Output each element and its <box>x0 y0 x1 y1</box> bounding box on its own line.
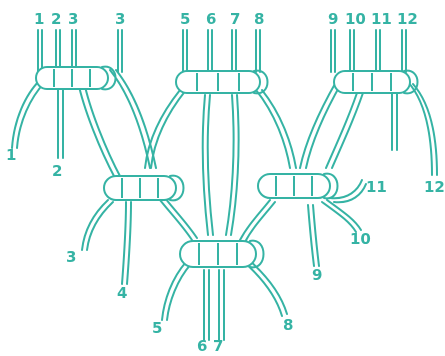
square-knot-top-center <box>176 71 268 94</box>
cord-strand-12-1 <box>240 200 270 240</box>
square-knot-middle-left <box>104 176 184 201</box>
top-label-2: 2 <box>51 10 61 28</box>
bottom-label-4: 4 <box>117 284 127 302</box>
cord-strand-14-1 <box>326 84 360 168</box>
top-label-7: 7 <box>230 10 240 28</box>
cord-strand-16-1 <box>408 82 432 175</box>
bottom-label-9: 9 <box>312 266 322 284</box>
square-knot-middle-right <box>258 174 338 199</box>
cord-strand-11-1 <box>160 200 192 240</box>
cord-strand-12-2 <box>245 202 275 242</box>
cord-strand-9-2 <box>208 95 213 235</box>
bottom-label-8: 8 <box>283 316 293 334</box>
bottom-label-11: 11 <box>366 178 387 196</box>
square-knot-top-left <box>36 67 116 90</box>
cord-strand-23-1 <box>244 262 282 316</box>
top-label-5: 5 <box>180 10 190 28</box>
bottom-label-5: 5 <box>152 319 162 337</box>
top-label-12: 12 <box>397 10 418 28</box>
square-knot-top-right <box>334 71 418 94</box>
cord-strand-10-1 <box>226 95 234 235</box>
top-label-3: 3 <box>68 10 78 28</box>
bottom-label-6: 6 <box>197 337 207 355</box>
top-label-1: 1 <box>34 10 44 28</box>
bottom-label-1: 1 <box>6 146 16 164</box>
cord-strand-17-2 <box>327 200 361 230</box>
cord-strand-3-1 <box>78 82 115 178</box>
bottom-label-12: 12 <box>424 178 445 196</box>
top-label-10: 10 <box>345 10 366 28</box>
bottom-label-3: 3 <box>66 248 76 266</box>
cord-strand-14-2 <box>332 84 366 168</box>
cord-strand-6-1 <box>122 202 126 284</box>
bottom-label-10: 10 <box>350 230 371 248</box>
top-label-4: 3 <box>115 10 125 28</box>
top-label-6: 6 <box>206 10 216 28</box>
bottom-label-2: 2 <box>52 162 62 180</box>
cord-strand-16-2 <box>413 84 437 175</box>
top-label-9: 9 <box>328 10 338 28</box>
cord-strand-4-1 <box>110 70 150 168</box>
cord-strand-11-2 <box>165 198 197 238</box>
cord-strand-6-2 <box>127 202 131 284</box>
cord-strand-3-2 <box>84 82 121 178</box>
cord-strand-10-2 <box>231 95 239 235</box>
top-label-11: 11 <box>371 10 392 28</box>
square-knot-bottom <box>180 241 264 268</box>
bottom-label-7: 7 <box>213 337 223 355</box>
top-label-8: 8 <box>254 10 264 28</box>
